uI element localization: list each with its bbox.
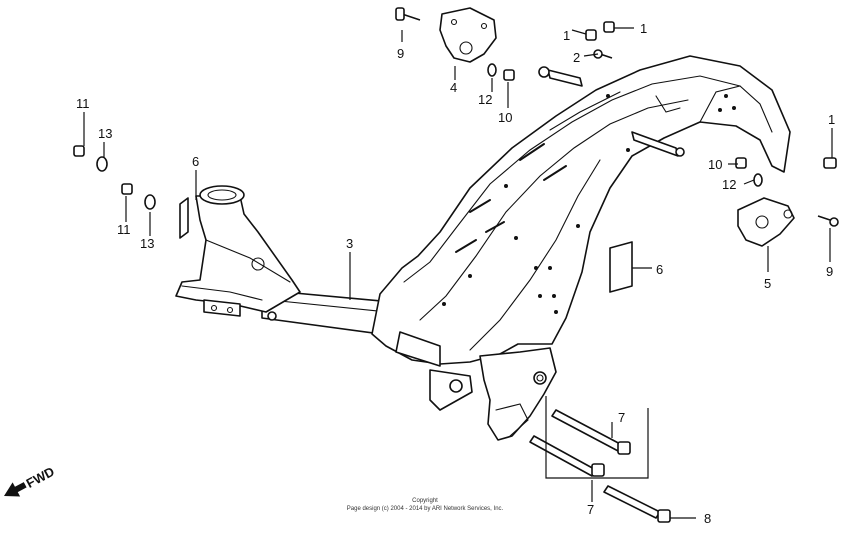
rear-frame [371,55,791,441]
mounting-bracket-5 [737,197,795,247]
callout-11-top: 11 [76,96,90,111]
callout-7-lower: 7 [587,502,594,517]
fwd-label: FWD [24,464,57,491]
callout-9-top: 9 [397,46,404,61]
copyright: Copyright Page design (c) 2004 - 2014 by… [347,498,504,512]
callout-11-bottom: 11 [117,222,131,237]
hardware [73,7,839,523]
callout-13-bottom: 13 [140,236,154,251]
callouts: 9 4 1 1 2 12 10 11 13 11 13 6 3 6 1 10 1… [76,21,835,526]
callout-7-upper: 7 [618,410,625,425]
callout-5: 5 [764,276,771,291]
callout-6-left: 6 [192,154,199,169]
callout-3: 3 [346,236,353,251]
callout-8: 8 [704,511,711,526]
leader-lines [83,27,833,519]
callout-4: 4 [450,80,457,95]
copyright-line-2: Page design (c) 2004 - 2014 by ARI Netwo… [347,506,504,512]
callout-10-right: 10 [708,157,722,172]
steering-head [175,185,301,321]
callout-1-far-right: 1 [828,112,835,127]
callout-10-top: 10 [498,110,512,125]
callout-12-right: 12 [722,177,736,192]
callout-1-left: 1 [563,28,570,43]
mounting-bracket-4 [439,7,497,63]
callout-9-right: 9 [826,264,833,279]
callout-6-right: 6 [656,262,663,277]
fwd-direction-indicator: FWD [4,464,57,497]
callout-13-top: 13 [98,126,112,141]
copyright-line-1: Copyright [412,498,438,504]
callout-1-right: 1 [640,21,647,36]
callout-12-top: 12 [478,92,492,107]
callout-2: 2 [573,50,580,65]
fwd-arrow-icon [4,482,27,497]
